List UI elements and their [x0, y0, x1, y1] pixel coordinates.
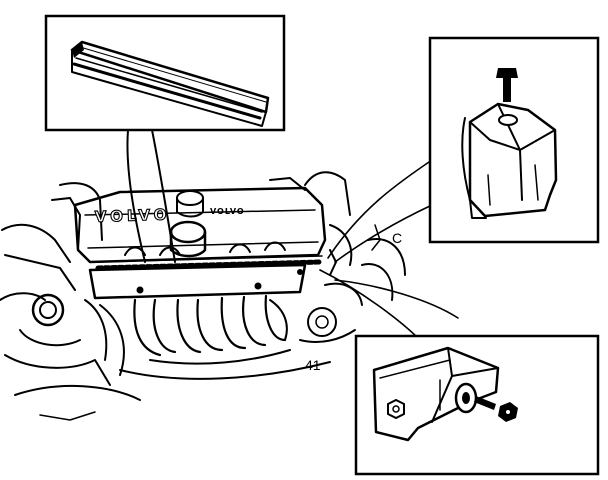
small-logo-text: VOLVO	[210, 207, 245, 216]
engine-cover-text: VOLVO	[95, 205, 171, 226]
valve-cover	[73, 186, 327, 264]
callout-leaders	[126, 129, 459, 341]
inset-trim-strip	[44, 14, 286, 132]
inset-rail-end	[354, 334, 600, 476]
bracket-bolt	[496, 68, 518, 102]
oil-filler-cap	[31, 293, 65, 327]
intake-manifold-cover	[88, 263, 307, 300]
fuel-rail	[95, 259, 323, 271]
side-mark: C	[392, 230, 402, 246]
engine-bay: VOLVO VOLVO	[0, 171, 406, 421]
rail-end-nut	[498, 402, 518, 422]
inset-bracket	[428, 36, 600, 244]
part-mark: 41	[305, 357, 321, 373]
valve-cover-cap	[169, 220, 207, 244]
rail-hex-nut	[387, 398, 405, 420]
intake-runners	[119, 294, 331, 380]
